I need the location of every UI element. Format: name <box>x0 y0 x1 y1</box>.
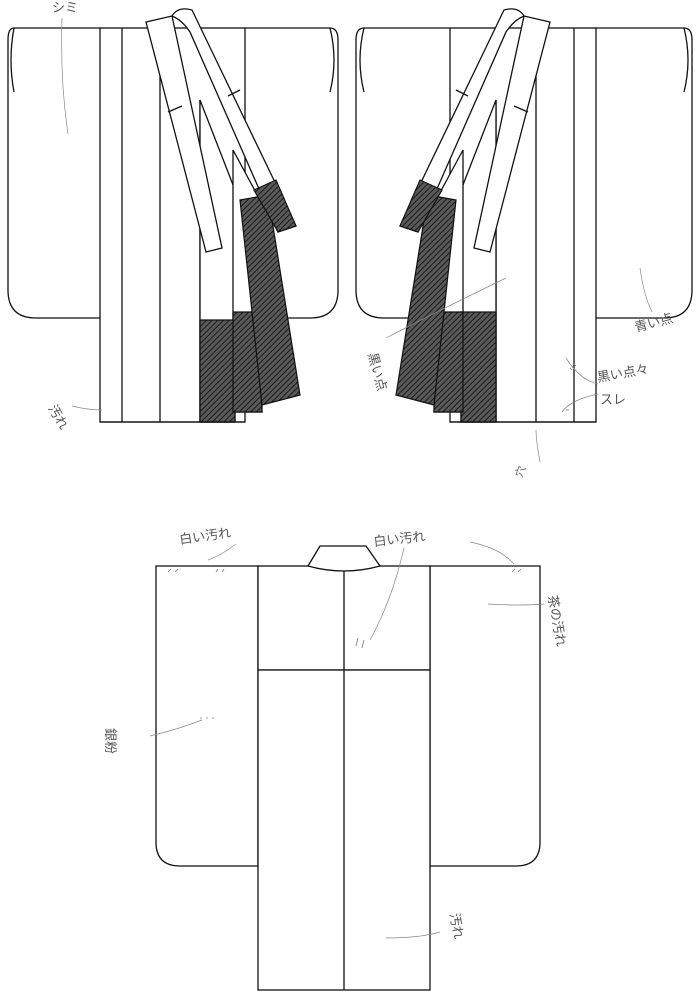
note-dirt-bottom: 汚れ <box>446 912 465 940</box>
note-dirt-left-front: 汚れ <box>45 403 71 433</box>
note-rub: スレ <box>600 393 626 408</box>
left-sleeve-outer <box>7 27 100 319</box>
right-sleeve-cuff-2 <box>683 27 689 93</box>
front-view-right <box>355 8 693 423</box>
back-view <box>155 545 541 991</box>
collar-band-left <box>145 15 223 253</box>
note-black-spots-right: 黒い点 <box>364 351 389 393</box>
note-white-dirt-left: 白い汚れ <box>178 525 232 548</box>
note-brown-dirt: 茶の汚れ <box>544 594 569 648</box>
collar-tip-hatched <box>253 179 297 233</box>
right-sleeve-cuff <box>329 27 335 93</box>
back-right-sleeve <box>429 565 541 867</box>
note-hole: 穴 <box>512 464 529 479</box>
pencil-marks <box>61 17 653 939</box>
back-left-sleeve <box>155 565 259 867</box>
note-silver-powder: 銀粉 <box>102 728 117 754</box>
back-collar <box>307 545 382 572</box>
note-stain-top: シミ <box>52 1 78 16</box>
front-view-left <box>7 8 339 423</box>
note-black-spots-rub: 黒い点々 <box>596 362 650 386</box>
note-white-dirt-right: 白い汚れ <box>373 529 426 550</box>
right-sleeve-outer-2 <box>596 27 693 319</box>
left-sleeve-cuff <box>10 27 15 93</box>
left-sleeve-cuff-2 <box>359 27 365 93</box>
hatched-hem-1 <box>199 319 236 423</box>
